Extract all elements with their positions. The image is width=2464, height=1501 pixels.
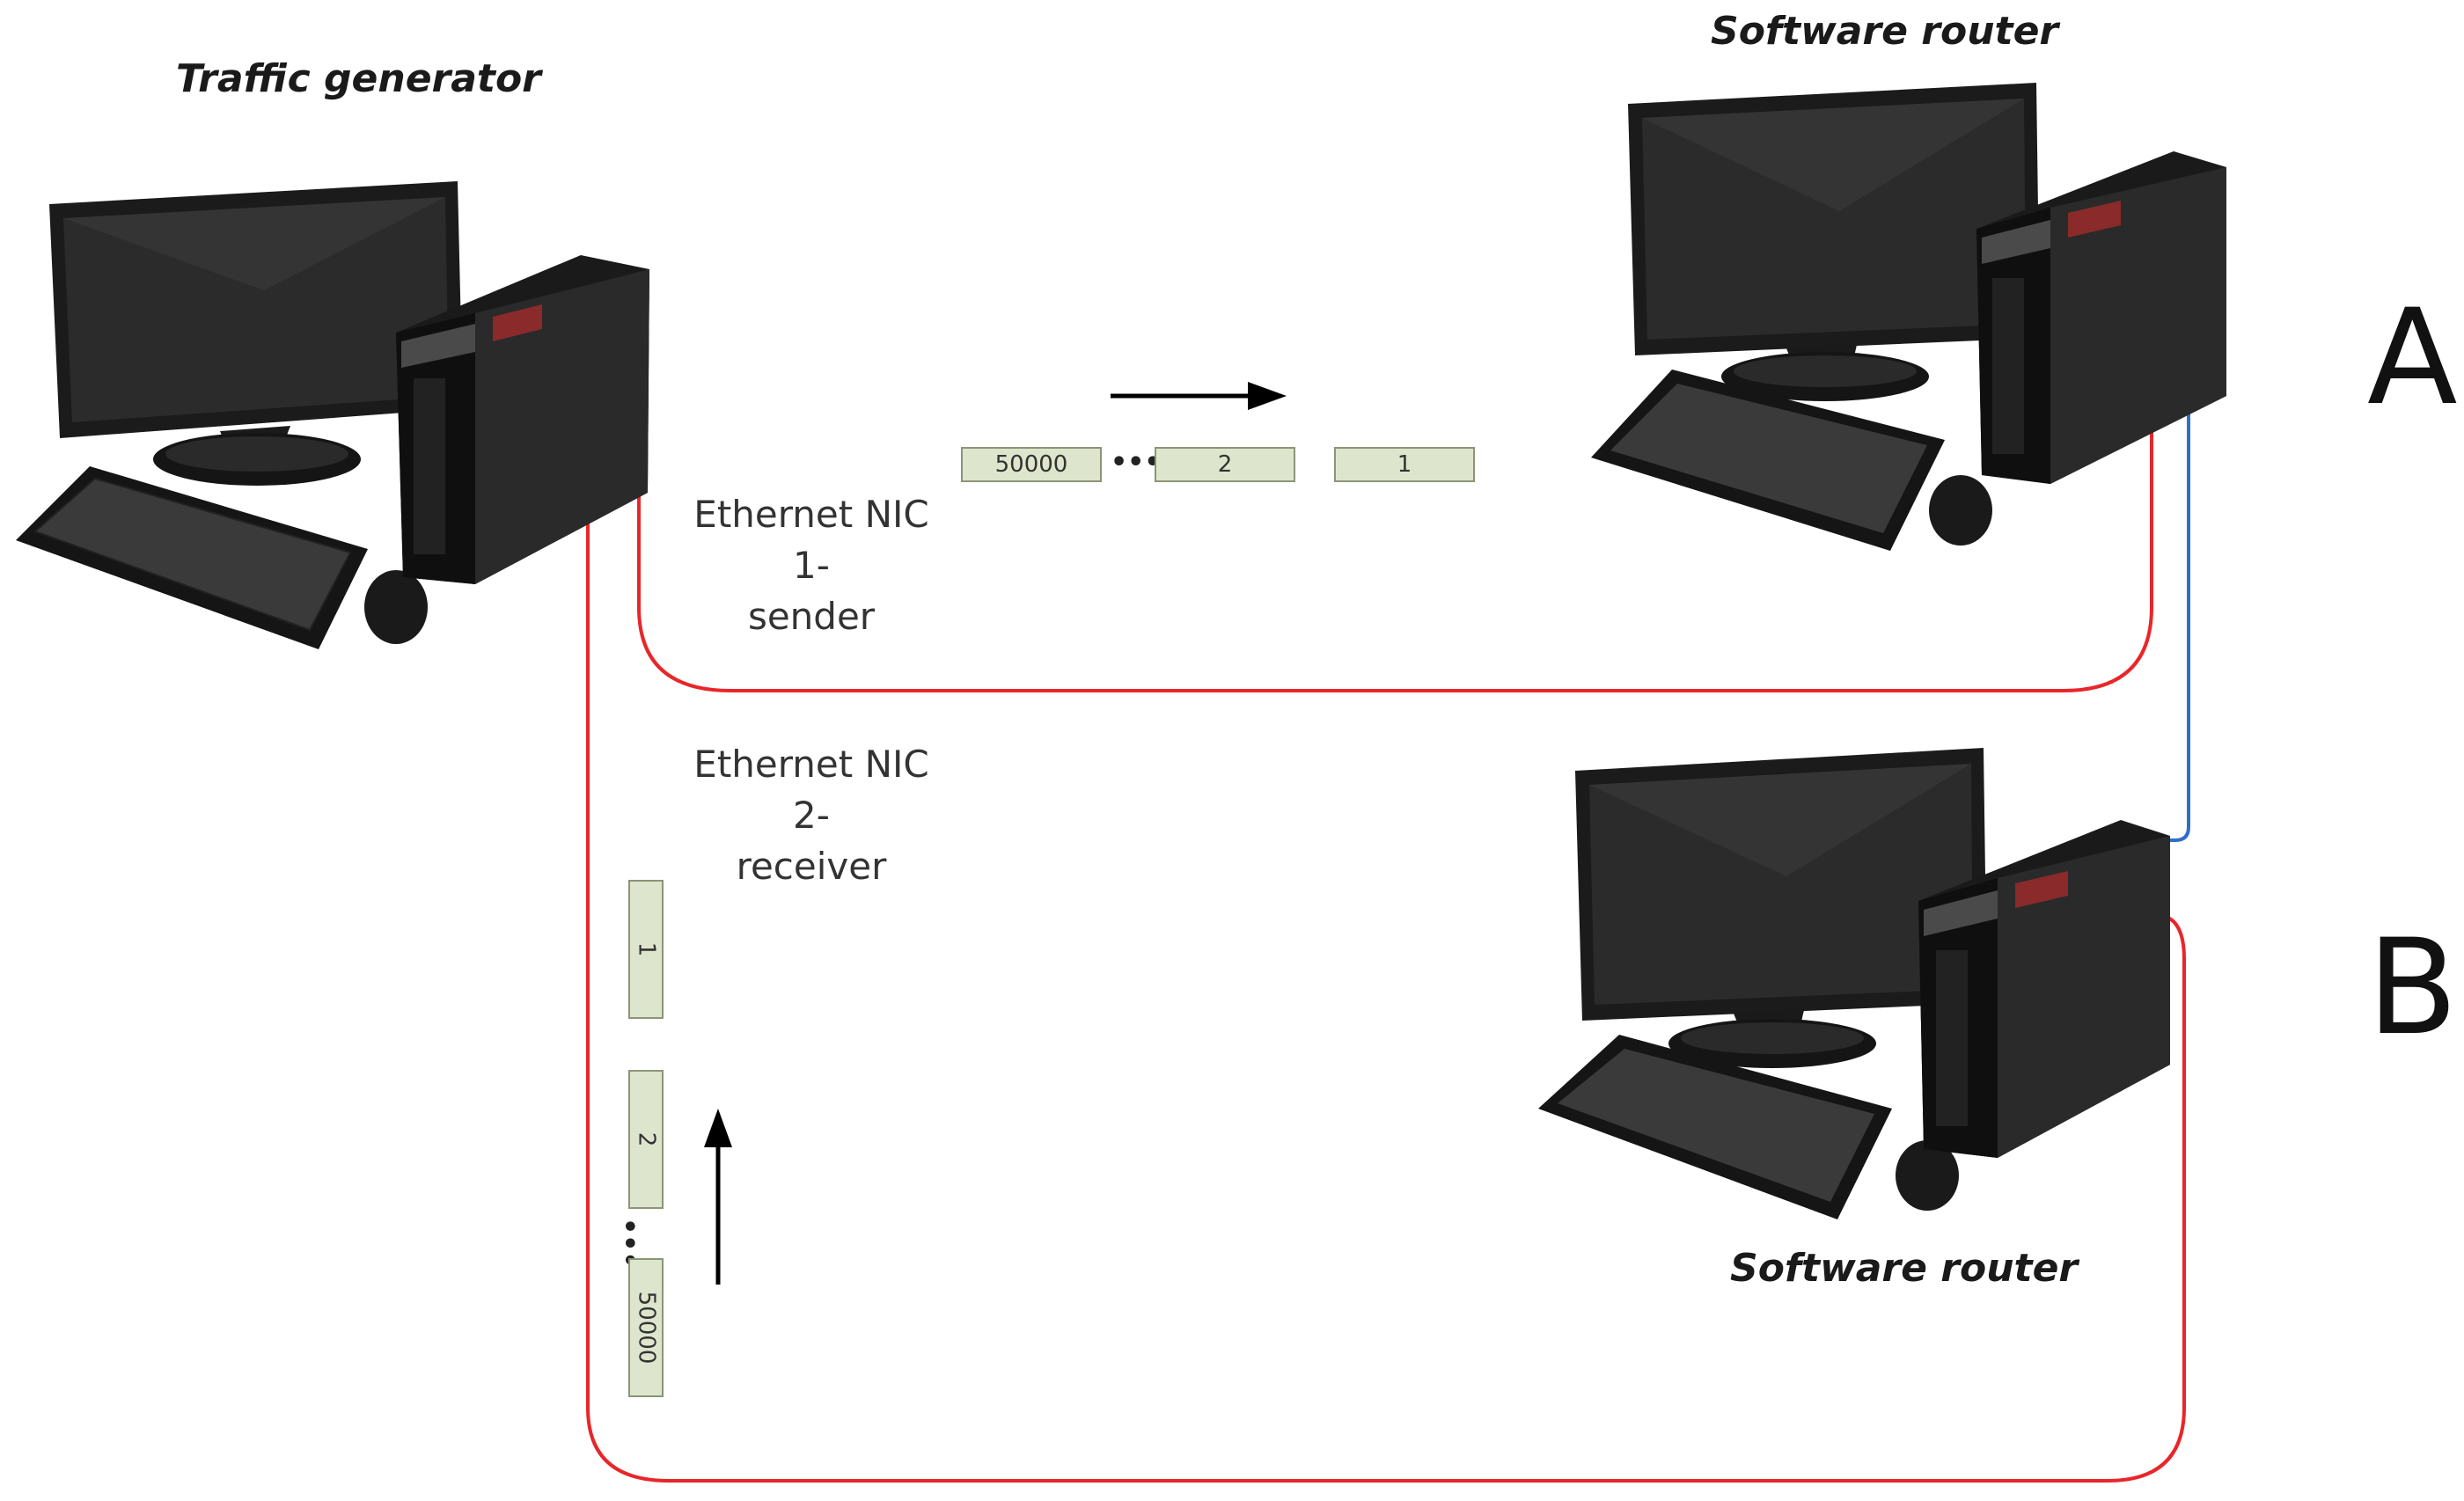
router-a-tower (1976, 151, 2226, 484)
packet-in: 2 (628, 1070, 664, 1209)
packet-out: 1 (1334, 447, 1475, 482)
router-a-letter: A (2367, 282, 2458, 435)
packet-gap-ellipsis: ••• (1111, 447, 1162, 478)
packet-out: 2 (1155, 447, 1295, 482)
receive-direction-arrow (704, 1109, 732, 1285)
generator-tower (396, 255, 649, 584)
router-link-cable (2167, 387, 2190, 842)
traffic-generator-computer (16, 181, 649, 649)
router-a-title: Software router (1711, 9, 2059, 54)
packet-out: 50000 (961, 447, 1102, 482)
nic2-label-line1: Ethernet NIC 2- (693, 743, 929, 837)
nic1-label: Ethernet NIC 1- sender (671, 489, 952, 642)
packet-in-label: 50000 (633, 1291, 659, 1365)
packet-in-label: 2 (632, 1131, 659, 1147)
router-b-title: Software router (1730, 1246, 2079, 1291)
send-direction-arrow (1111, 382, 1287, 410)
packet-in: 1 (628, 880, 664, 1019)
packet-in-label: 1 (632, 941, 659, 957)
nic2-label: Ethernet NIC 2- receiver (671, 739, 952, 892)
router-a-keyboard (1591, 370, 1945, 551)
packet-in: 50000 (628, 1258, 664, 1397)
nic1-cable (637, 378, 2153, 692)
nic2-cable (586, 488, 2186, 1483)
nic1-label-line1: Ethernet NIC 1- (693, 493, 929, 587)
generator-keyboard (16, 466, 368, 649)
generator-mouse (364, 570, 428, 644)
generator-monitor (49, 181, 463, 486)
router-a-monitor (1628, 83, 2040, 401)
router-a-mouse (1929, 475, 1992, 545)
router-b-keyboard (1538, 1035, 1892, 1219)
nic2-label-line2: receiver (736, 845, 887, 888)
traffic-generator-title: Traffic generator (176, 56, 541, 101)
router-b-mouse (1896, 1140, 1959, 1211)
router-b-computer (1538, 748, 2170, 1219)
nic1-label-line2: sender (747, 595, 876, 638)
router-a-computer (1591, 83, 2226, 551)
router-b-tower (1918, 820, 2170, 1158)
router-b-monitor (1575, 748, 1987, 1068)
router-b-letter: B (2367, 912, 2458, 1065)
